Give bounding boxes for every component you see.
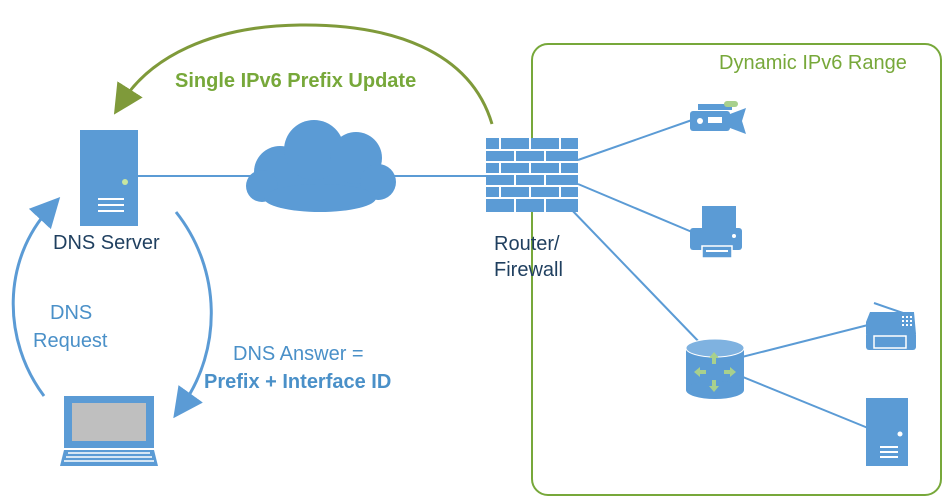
dns-request-label-line1: DNS — [50, 302, 93, 324]
range-title: Dynamic IPv6 Range — [719, 52, 907, 74]
router-label-line1: Router/ — [494, 233, 560, 255]
fax-icon[interactable] — [866, 302, 916, 350]
dns-answer-label-line1: DNS Answer = — [233, 343, 364, 365]
firewall-icon[interactable] — [486, 138, 578, 212]
dns-request-arrow — [11, 196, 61, 397]
dynamic-range-box — [531, 43, 942, 496]
dns-answer-arrow — [173, 211, 213, 419]
printer-icon[interactable] — [690, 206, 742, 259]
dns-request-label-line2: Request — [33, 330, 108, 352]
dns-answer-label-line2: Prefix + Interface ID — [204, 371, 392, 393]
link-router-fax — [737, 324, 869, 359]
cloud-icon — [246, 120, 396, 212]
link-router-smallserver — [737, 374, 869, 429]
link-firewall-router — [567, 205, 703, 346]
laptop-icon[interactable] — [60, 396, 158, 466]
router-label-line2: Firewall — [494, 259, 563, 281]
link-firewall-camera — [577, 119, 693, 161]
server-icon[interactable] — [866, 398, 908, 466]
prefix-update-arrow — [113, 23, 494, 125]
link-firewall-printer — [577, 183, 693, 233]
camera-icon[interactable] — [690, 101, 746, 134]
connection-lines — [138, 119, 869, 429]
dns-server-label: DNS Server — [53, 232, 160, 254]
prefix-update-label: Single IPv6 Prefix Update — [175, 70, 417, 92]
router-icon[interactable] — [685, 338, 745, 399]
server-icon[interactable] — [80, 130, 138, 226]
